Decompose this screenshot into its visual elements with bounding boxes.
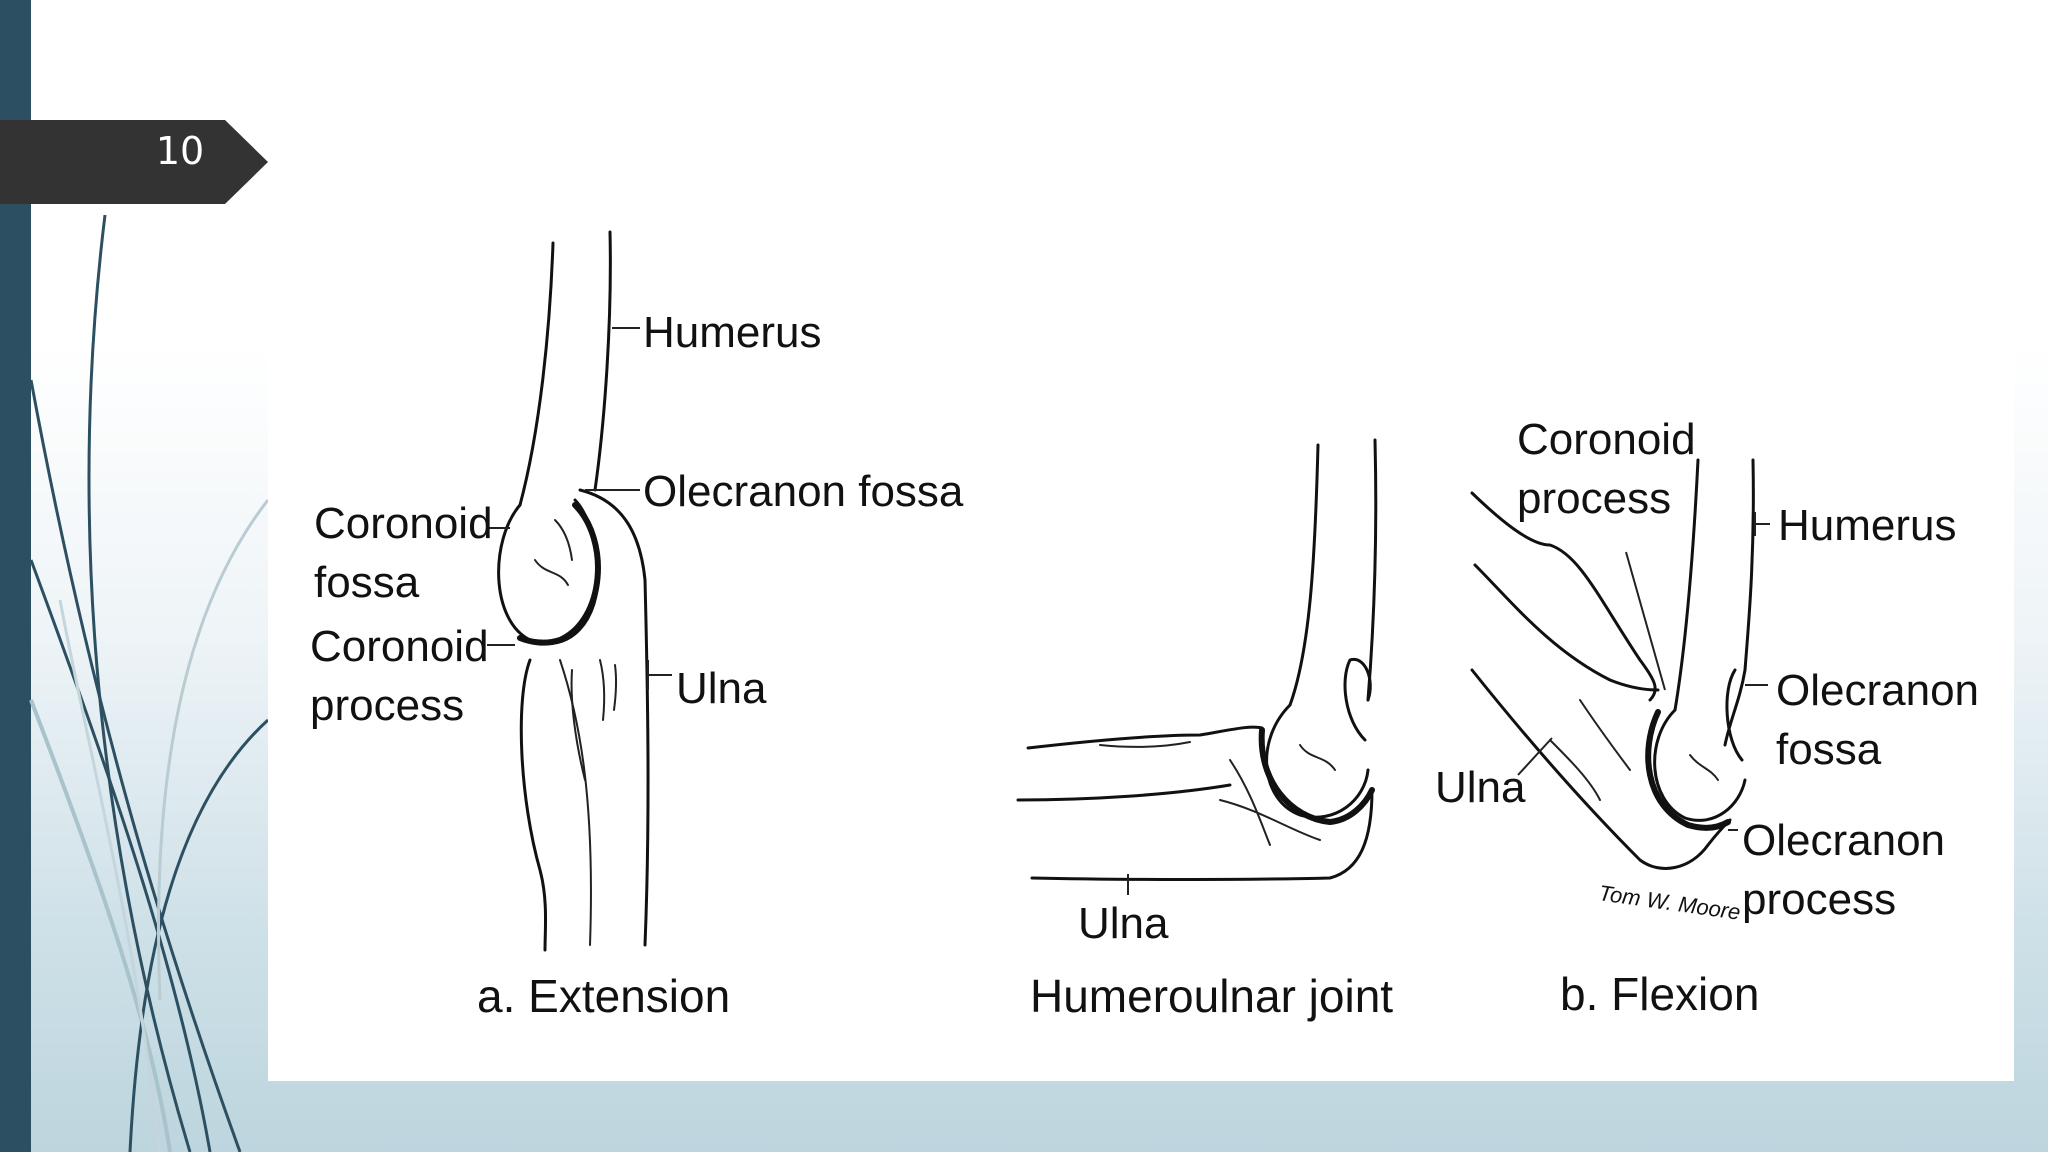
flexion-label-olecranon-fossa-line2: fossa — [1776, 725, 1882, 774]
flexion-label-coronoid-process-line2: process — [1517, 474, 1671, 523]
extension-label-coronoid-process-line1: Coronoid — [310, 622, 489, 671]
illustrator-signature: Tom W. Moore — [1597, 880, 1742, 925]
figure-panel — [268, 175, 2014, 1081]
slide-number: 10 — [155, 129, 205, 173]
flexion-label-humerus: Humerus — [1778, 501, 1957, 550]
extension-illustration — [487, 230, 672, 952]
extension-label-olecranon-fossa: Olecranon fossa — [643, 467, 964, 516]
extension-label-coronoid-fossa-line1: Coronoid — [314, 499, 493, 548]
flexion-label-olecranon-process-line2: process — [1742, 875, 1896, 924]
joint-caption: Humeroulnar joint — [1030, 970, 1393, 1022]
slide-number-tab — [0, 120, 268, 204]
extension-label-coronoid-fossa-line2: fossa — [314, 558, 420, 607]
flexion-illustration — [1470, 458, 1770, 870]
extension-label-coronoid-process-line2: process — [310, 681, 464, 730]
flexion-label-olecranon-fossa-line1: Olecranon — [1776, 666, 1979, 715]
flexion-label-coronoid-process-line1: Coronoid — [1517, 415, 1696, 464]
joint-label-ulna: Ulna — [1078, 899, 1169, 948]
flexion-caption: b. Flexion — [1560, 968, 1759, 1020]
extension-label-humerus: Humerus — [643, 308, 822, 357]
flexion-label-ulna: Ulna — [1435, 763, 1526, 812]
flexion-label-olecranon-process-line1: Olecranon — [1742, 816, 1945, 865]
extension-label-ulna: Ulna — [676, 664, 767, 713]
humeroulnar-joint-illustration — [1016, 438, 1378, 895]
extension-caption: a. Extension — [477, 970, 730, 1022]
